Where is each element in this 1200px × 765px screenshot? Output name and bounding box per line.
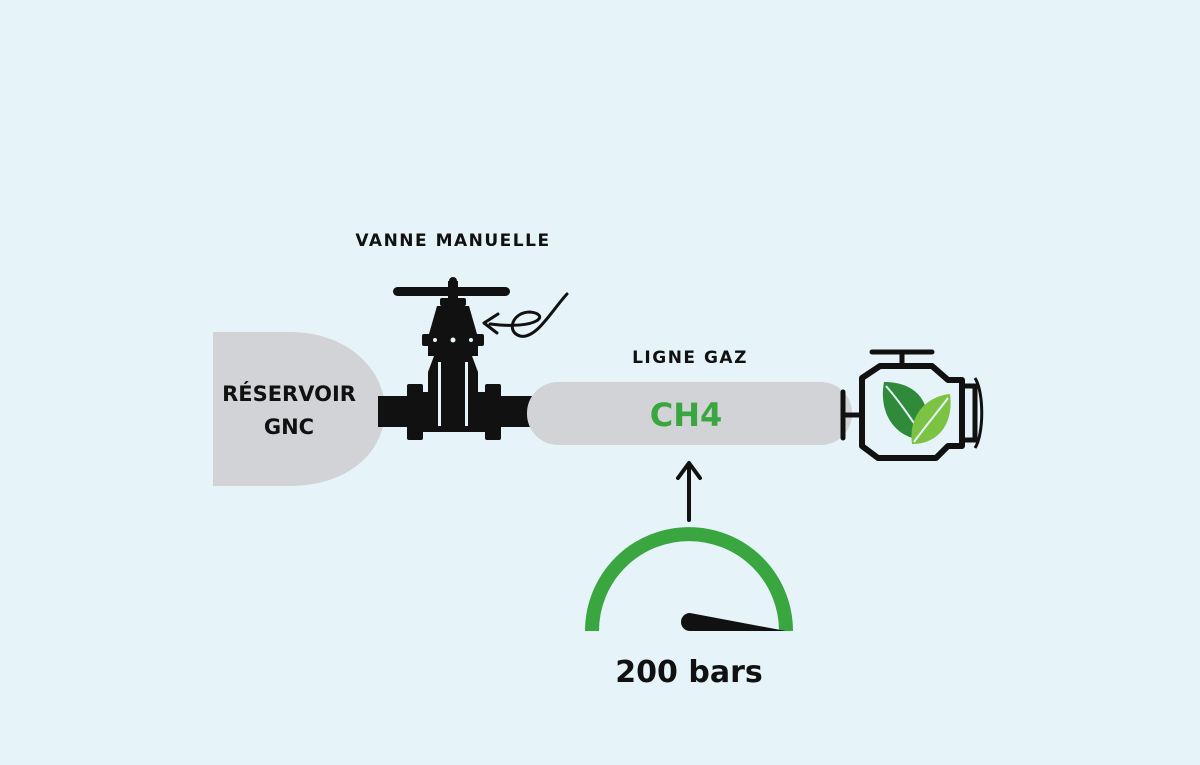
gas-line — [527, 382, 852, 445]
curly-arrow-head — [482, 312, 500, 335]
gas-label: CH4 — [650, 396, 723, 434]
eco-engine-icon — [840, 349, 984, 461]
pressure-gauge-icon — [585, 527, 793, 632]
gas-line-label: LIGNE GAZ — [632, 348, 748, 368]
curly-arrow — [488, 292, 569, 338]
gate-valve-icon — [393, 277, 510, 440]
pressure-label: 200 bars — [615, 655, 762, 690]
pressure-arrow — [676, 461, 702, 522]
cng-tank: RÉSERVOIR GNC — [213, 332, 385, 486]
tank-label-line2: GNC — [264, 415, 314, 439]
tank-label-line1: RÉSERVOIR — [222, 381, 356, 406]
valve-label: VANNE MANUELLE — [355, 231, 550, 251]
